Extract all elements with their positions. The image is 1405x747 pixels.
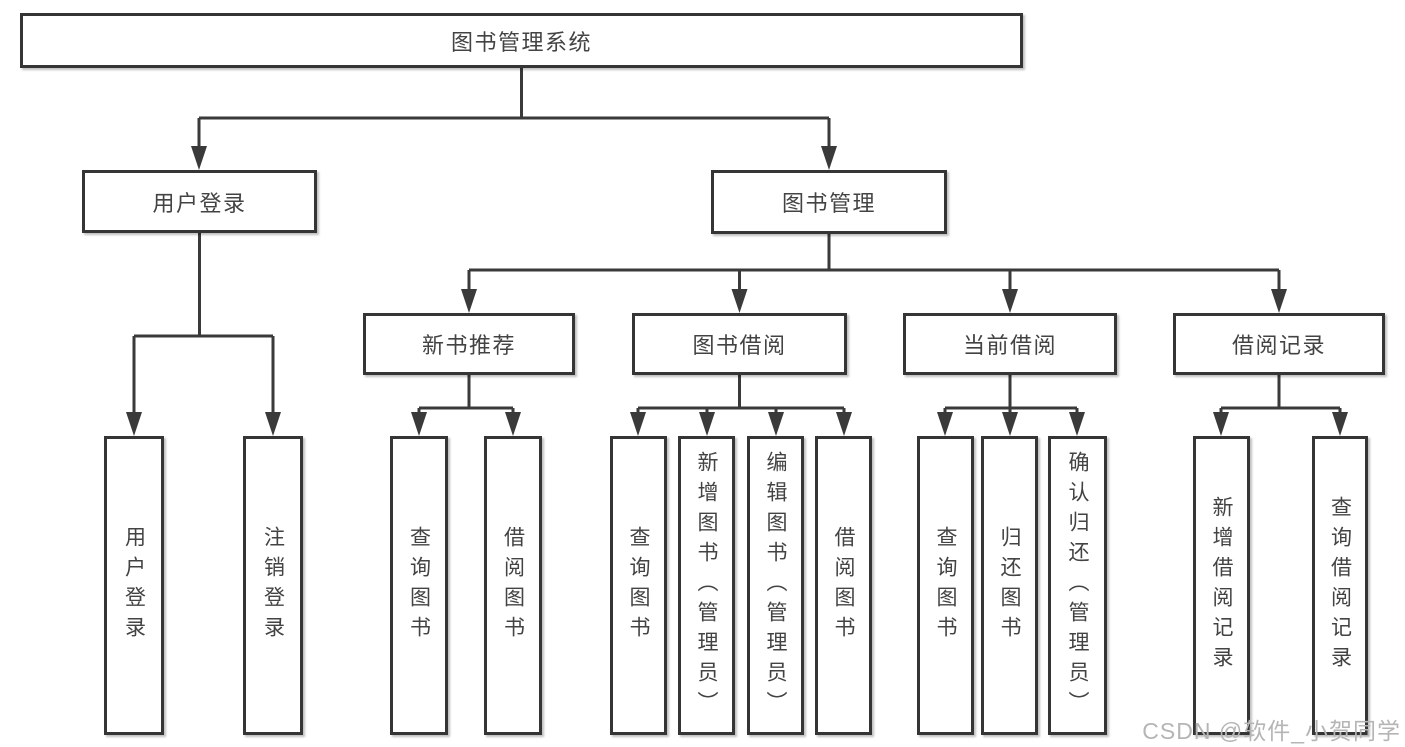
node-library-system: 图书管理系统 <box>20 13 1023 68</box>
arrowhead-icon <box>1069 412 1085 436</box>
arrowhead-icon <box>191 146 207 170</box>
arrowhead-icon <box>505 412 521 436</box>
arrowhead-icon <box>461 289 477 313</box>
arrowhead-icon <box>1332 412 1348 436</box>
leaf-edit-books-admin: 编辑图书（管理员） <box>747 436 804 735</box>
leaf-query-books-borrowing: 查询图书 <box>610 436 667 735</box>
leaf-query-borrow-record: 查询借阅记录 <box>1312 436 1368 735</box>
leaf-add-books-admin: 新增图书（管理员） <box>678 436 735 735</box>
leaf-query-books-current: 查询图书 <box>917 436 974 735</box>
wire-userlogin-to-leaves <box>132 233 275 416</box>
node-borrowing-records: 借阅记录 <box>1173 313 1385 375</box>
node-book-management: 图书管理 <box>711 170 947 234</box>
arrowhead-icon <box>768 412 784 436</box>
leaf-confirm-return-admin: 确认归还（管理员） <box>1048 436 1107 735</box>
arrowhead-icon <box>1213 412 1229 436</box>
wire-currentborrow-to-leaves <box>943 375 1079 416</box>
leaf-query-books-recommend: 查询图书 <box>390 436 448 735</box>
node-book-borrowing: 图书借阅 <box>632 313 847 375</box>
node-new-book-recommend: 新书推荐 <box>363 313 575 375</box>
arrowhead-icon <box>265 412 281 436</box>
arrowhead-icon <box>630 412 646 436</box>
leaf-user-login: 用户登录 <box>104 436 164 735</box>
arrowhead-icon <box>937 412 953 436</box>
leaf-return-books: 归还图书 <box>981 436 1038 735</box>
leaf-add-borrow-record: 新增借阅记录 <box>1193 436 1250 735</box>
arrowhead-icon <box>821 146 837 170</box>
watermark: CSDN @软件_小贺同学 <box>1142 718 1401 744</box>
node-user-login: 用户登录 <box>82 170 317 233</box>
arrowhead-icon <box>1002 289 1018 313</box>
wire-bookborrow-to-leaves <box>636 375 846 416</box>
wire-borrowrecord-to-leaves <box>1219 375 1342 416</box>
leaf-borrow-books-recommend: 借阅图书 <box>484 436 542 735</box>
leaf-logout: 注销登录 <box>243 436 303 735</box>
arrowhead-icon <box>411 412 427 436</box>
arrowhead-icon <box>731 289 748 313</box>
arrowhead-icon <box>699 412 715 436</box>
wire-newbook-to-leaves <box>417 375 515 416</box>
arrowhead-icon <box>1271 289 1287 313</box>
arrowhead-icon <box>836 412 852 436</box>
node-current-borrowing: 当前借阅 <box>903 313 1117 375</box>
wire-bookmgmt-to-level3 <box>467 234 1281 295</box>
arrowhead-icon <box>1002 412 1018 436</box>
leaf-borrow-books-borrowing: 借阅图书 <box>815 436 872 735</box>
arrowhead-icon <box>126 412 142 436</box>
wire-root-to-level2 <box>197 68 831 150</box>
